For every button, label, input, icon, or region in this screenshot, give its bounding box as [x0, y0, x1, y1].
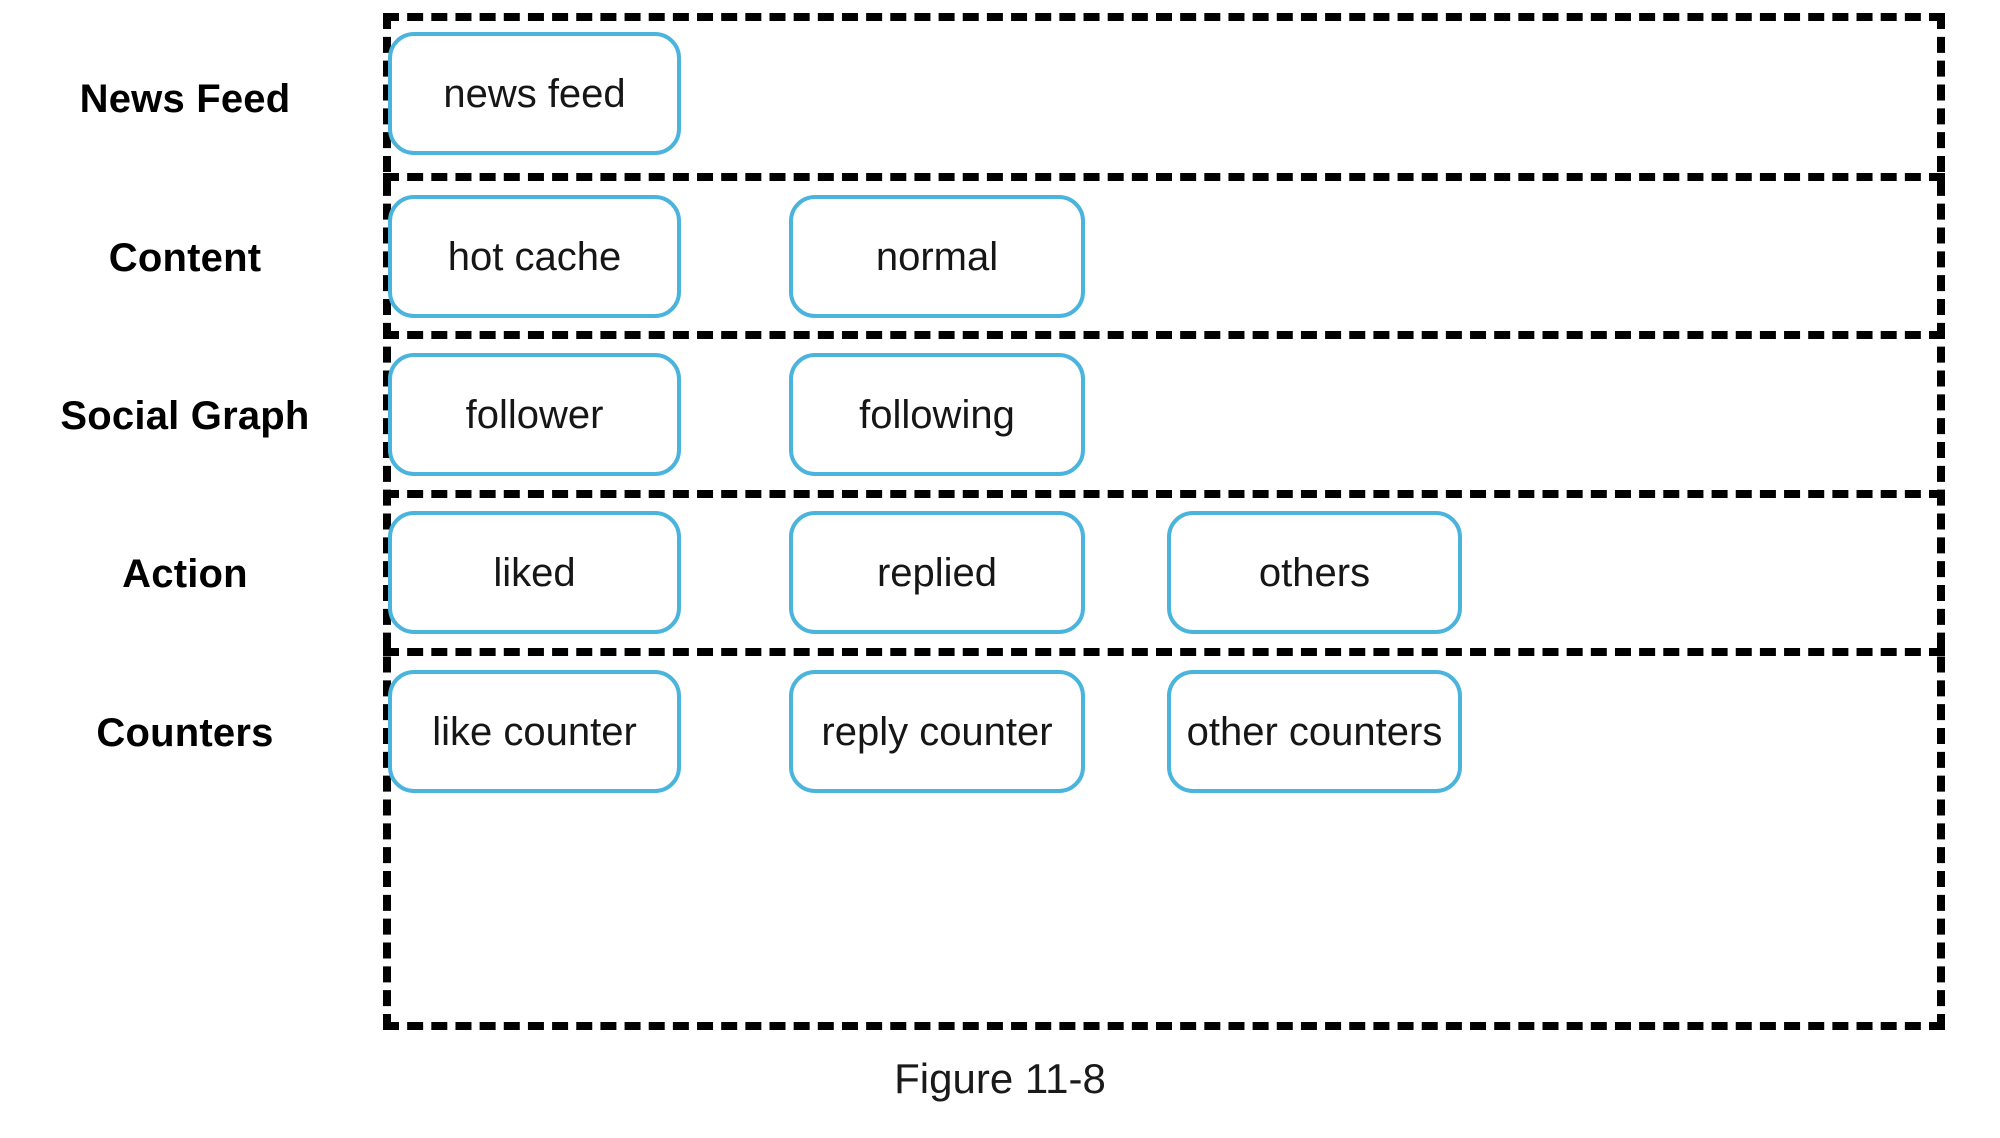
node-follower[interactable]: follower	[388, 353, 681, 476]
row-label-action: Action	[122, 552, 248, 596]
figure-caption: Figure 11-8	[894, 1055, 1106, 1102]
node-hot-cache[interactable]: hot cache	[388, 195, 681, 318]
node-normal[interactable]: normal	[789, 195, 1085, 318]
band-separator-2	[383, 331, 1945, 339]
band-separator-3	[383, 490, 1945, 498]
node-replied[interactable]: replied	[789, 511, 1085, 634]
row-label-social-graph: Social Graph	[60, 394, 310, 438]
band-separator-4	[383, 648, 1945, 656]
band-separator-1	[383, 173, 1945, 181]
node-news-feed[interactable]: news feed	[388, 32, 681, 155]
node-like-counter[interactable]: like counter	[388, 670, 681, 793]
node-reply-counter[interactable]: reply counter	[789, 670, 1085, 793]
node-other-counters[interactable]: other counters	[1167, 670, 1462, 793]
node-others[interactable]: others	[1167, 511, 1462, 634]
dashed-boundary	[383, 13, 1945, 1030]
row-label-news-feed: News Feed	[79, 77, 291, 121]
node-liked[interactable]: liked	[388, 511, 681, 634]
row-label-content: Content	[108, 236, 262, 280]
row-label-counters: Counters	[96, 711, 274, 755]
node-following[interactable]: following	[789, 353, 1085, 476]
